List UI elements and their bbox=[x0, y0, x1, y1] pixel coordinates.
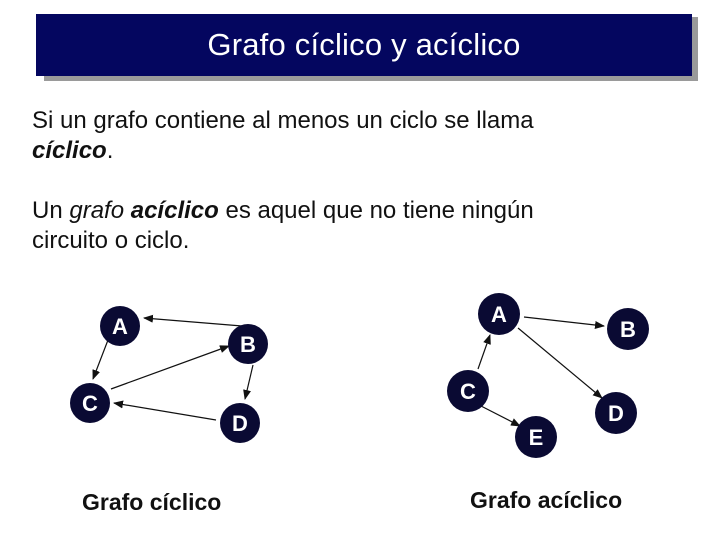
acyclic-node-b: B bbox=[607, 308, 649, 350]
paragraph-cyclic-end: . bbox=[106, 137, 114, 164]
body-text: Si un grafo contiene al menos un ciclo s… bbox=[32, 106, 652, 256]
edge-c-to-b bbox=[110, 345, 230, 390]
term-aciclico: acíclico bbox=[130, 197, 219, 224]
cyclic-node-a: A bbox=[100, 306, 140, 346]
term-grafo: grafo bbox=[69, 197, 125, 224]
acyclic-node-c-label: C bbox=[460, 379, 476, 404]
cyclic-node-c: C bbox=[70, 383, 110, 423]
title-bar: Grafo cíclico y acíclico bbox=[36, 14, 692, 76]
edge-b-to-a bbox=[143, 314, 243, 327]
acyclic-node-d-label: D bbox=[608, 401, 624, 426]
cyclic-node-d-label: D bbox=[232, 411, 248, 436]
edge-c-to-a bbox=[477, 334, 491, 370]
acyclic-node-c: C bbox=[447, 370, 489, 412]
cyclic-node-d: D bbox=[220, 403, 260, 443]
cyclic-node-b-label: B bbox=[240, 332, 256, 357]
edge-d-to-c bbox=[113, 400, 217, 421]
slide-title: Grafo cíclico y acíclico bbox=[207, 27, 521, 62]
acyclic-node-a-label: A bbox=[491, 302, 507, 327]
edge-a-to-d bbox=[517, 327, 603, 399]
acyclic-caption: Grafo acíclico bbox=[470, 487, 623, 513]
term-ciclico: cíclico bbox=[32, 137, 107, 164]
paragraph-acyclic-lead: Un bbox=[32, 197, 70, 224]
edge-a-to-c bbox=[92, 339, 109, 380]
cyclic-caption: Grafo cíclico bbox=[82, 489, 222, 515]
paragraph-cyclic: Si un grafo contiene al menos un ciclo s… bbox=[32, 106, 652, 166]
acyclic-node-e-label: E bbox=[529, 425, 544, 450]
cyclic-node-a-label: A bbox=[112, 314, 128, 339]
acyclic-node-b-label: B bbox=[620, 317, 636, 342]
cyclic-node-c-label: C bbox=[82, 391, 98, 416]
acyclic-node-d: D bbox=[595, 392, 637, 434]
paragraph-cyclic-line1: Si un grafo contiene al menos un ciclo s… bbox=[32, 107, 534, 134]
acyclic-node-a: A bbox=[478, 293, 520, 335]
paragraph-acyclic-rest: es aquel que no tiene ningún bbox=[218, 197, 534, 224]
cyclic-edges bbox=[92, 314, 254, 421]
paragraph-acyclic: Un grafo acíclico es aquel que no tiene … bbox=[32, 196, 652, 256]
edge-c-to-e bbox=[480, 405, 521, 427]
edge-b-to-d bbox=[243, 364, 254, 400]
acyclic-node-e: E bbox=[515, 416, 557, 458]
edge-a-to-b bbox=[523, 316, 605, 329]
paragraph-acyclic-line2: circuito o ciclo. bbox=[32, 227, 190, 254]
cyclic-node-b: B bbox=[228, 324, 268, 364]
acyclic-edges bbox=[477, 316, 605, 427]
